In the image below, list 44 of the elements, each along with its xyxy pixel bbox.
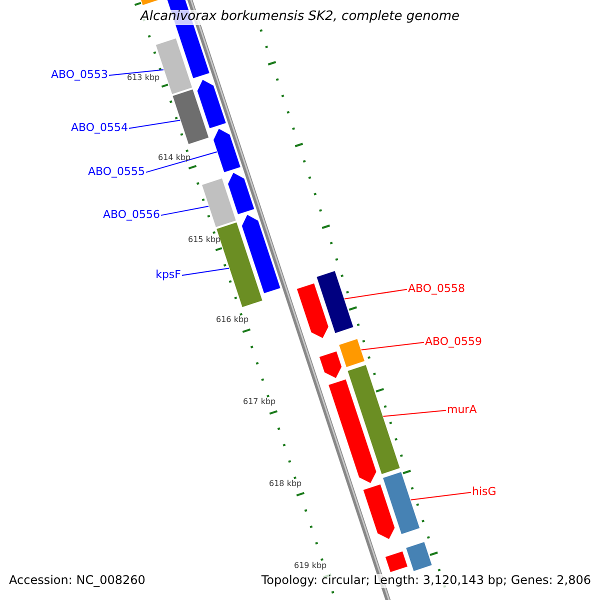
leader-line <box>182 268 230 276</box>
gene-label: ABO_0553 <box>50 69 108 82</box>
gene-label: ABO_0559 <box>425 336 482 349</box>
gene-label: ABO_0554 <box>70 122 128 135</box>
gene-segment <box>226 171 256 216</box>
leader-line <box>344 288 408 300</box>
gene-segment <box>240 213 282 295</box>
scale-label: 614 kbp <box>158 153 191 162</box>
gene-segment <box>171 88 210 146</box>
gene-segment <box>346 364 402 476</box>
scale-label: 616 kbp <box>216 315 249 324</box>
gene-segment <box>200 177 238 228</box>
gene-label: ABO_0556 <box>102 209 160 222</box>
leader-line <box>160 206 210 216</box>
gene-segment <box>404 540 434 572</box>
accession-label: Accession: NC_008260 <box>9 574 146 588</box>
leader-line <box>382 410 446 417</box>
leader-line <box>360 342 424 350</box>
leader-line <box>108 69 164 76</box>
genome-stats-label: Topology: circular; Length: 3,120,143 bp; Genes: 2,806 <box>261 574 591 588</box>
gene-segment <box>315 270 355 334</box>
gene-segment <box>327 378 378 484</box>
scale-label: 617 kbp <box>243 397 276 406</box>
gene-segment <box>318 350 343 380</box>
scale-label: 615 kbp <box>188 235 221 244</box>
scale-label: 619 kbp <box>294 561 327 570</box>
gene-label: kpsF <box>156 269 181 282</box>
gene-label: murA <box>447 404 477 417</box>
gene-label: ABO_0555 <box>88 166 145 179</box>
gene-segment <box>384 550 409 574</box>
gene-segment <box>212 127 242 174</box>
gene-segment <box>382 470 421 536</box>
leader-line <box>128 120 181 129</box>
leader-line <box>146 151 218 173</box>
title: Alcanivorax borkumensis SK2, complete genome <box>140 10 460 25</box>
gene-segment <box>362 483 396 540</box>
scale-label: 618 kbp <box>269 479 302 488</box>
gene-label: hisG <box>472 486 496 499</box>
gene-segment <box>196 78 228 130</box>
gene-label: ABO_0558 <box>408 283 466 296</box>
gene-segment <box>338 338 366 368</box>
leader-line <box>410 492 472 500</box>
gene-segment <box>296 282 330 340</box>
scale-label: 613 kbp <box>127 73 160 82</box>
